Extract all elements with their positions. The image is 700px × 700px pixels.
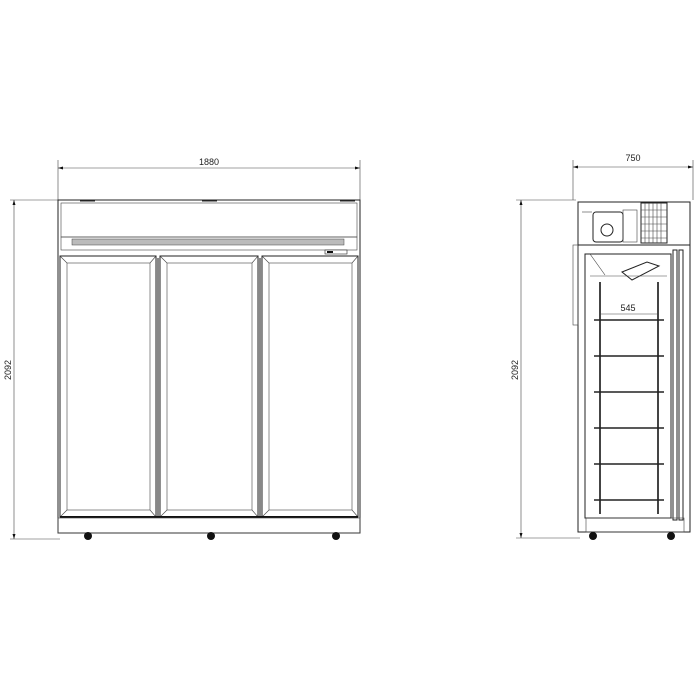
door-1: [59, 255, 157, 518]
evaporator-fan: [621, 261, 661, 281]
door-2: [159, 255, 259, 518]
compressor: [582, 202, 668, 244]
front-view: 1880 2092: [3, 157, 361, 540]
cabinet-front: [57, 199, 361, 540]
height-label: 2092: [3, 360, 13, 380]
casters: [84, 532, 340, 540]
shelf-support: [599, 282, 601, 514]
inner-width-label: 545: [620, 303, 635, 313]
side-height-label: 2092: [510, 360, 520, 380]
vent-grille: [71, 238, 345, 246]
base-plinth: [57, 517, 361, 534]
cabinet-side: 545: [572, 201, 691, 540]
depth-dimension: 750: [572, 153, 694, 200]
width-label: 1880: [199, 157, 219, 167]
door-3: [261, 255, 359, 518]
door-mullion: [258, 258, 262, 516]
shelf-support: [657, 282, 659, 514]
side-height-dimension: 2092: [510, 199, 580, 539]
door-mullion: [156, 258, 160, 516]
depth-label: 750: [625, 153, 640, 163]
control-panel: [324, 249, 348, 255]
width-dimension: 1880: [57, 157, 361, 200]
side-view: 750 2092: [510, 153, 694, 540]
shelves: [594, 319, 664, 501]
height-dimension: 2092: [3, 199, 60, 540]
